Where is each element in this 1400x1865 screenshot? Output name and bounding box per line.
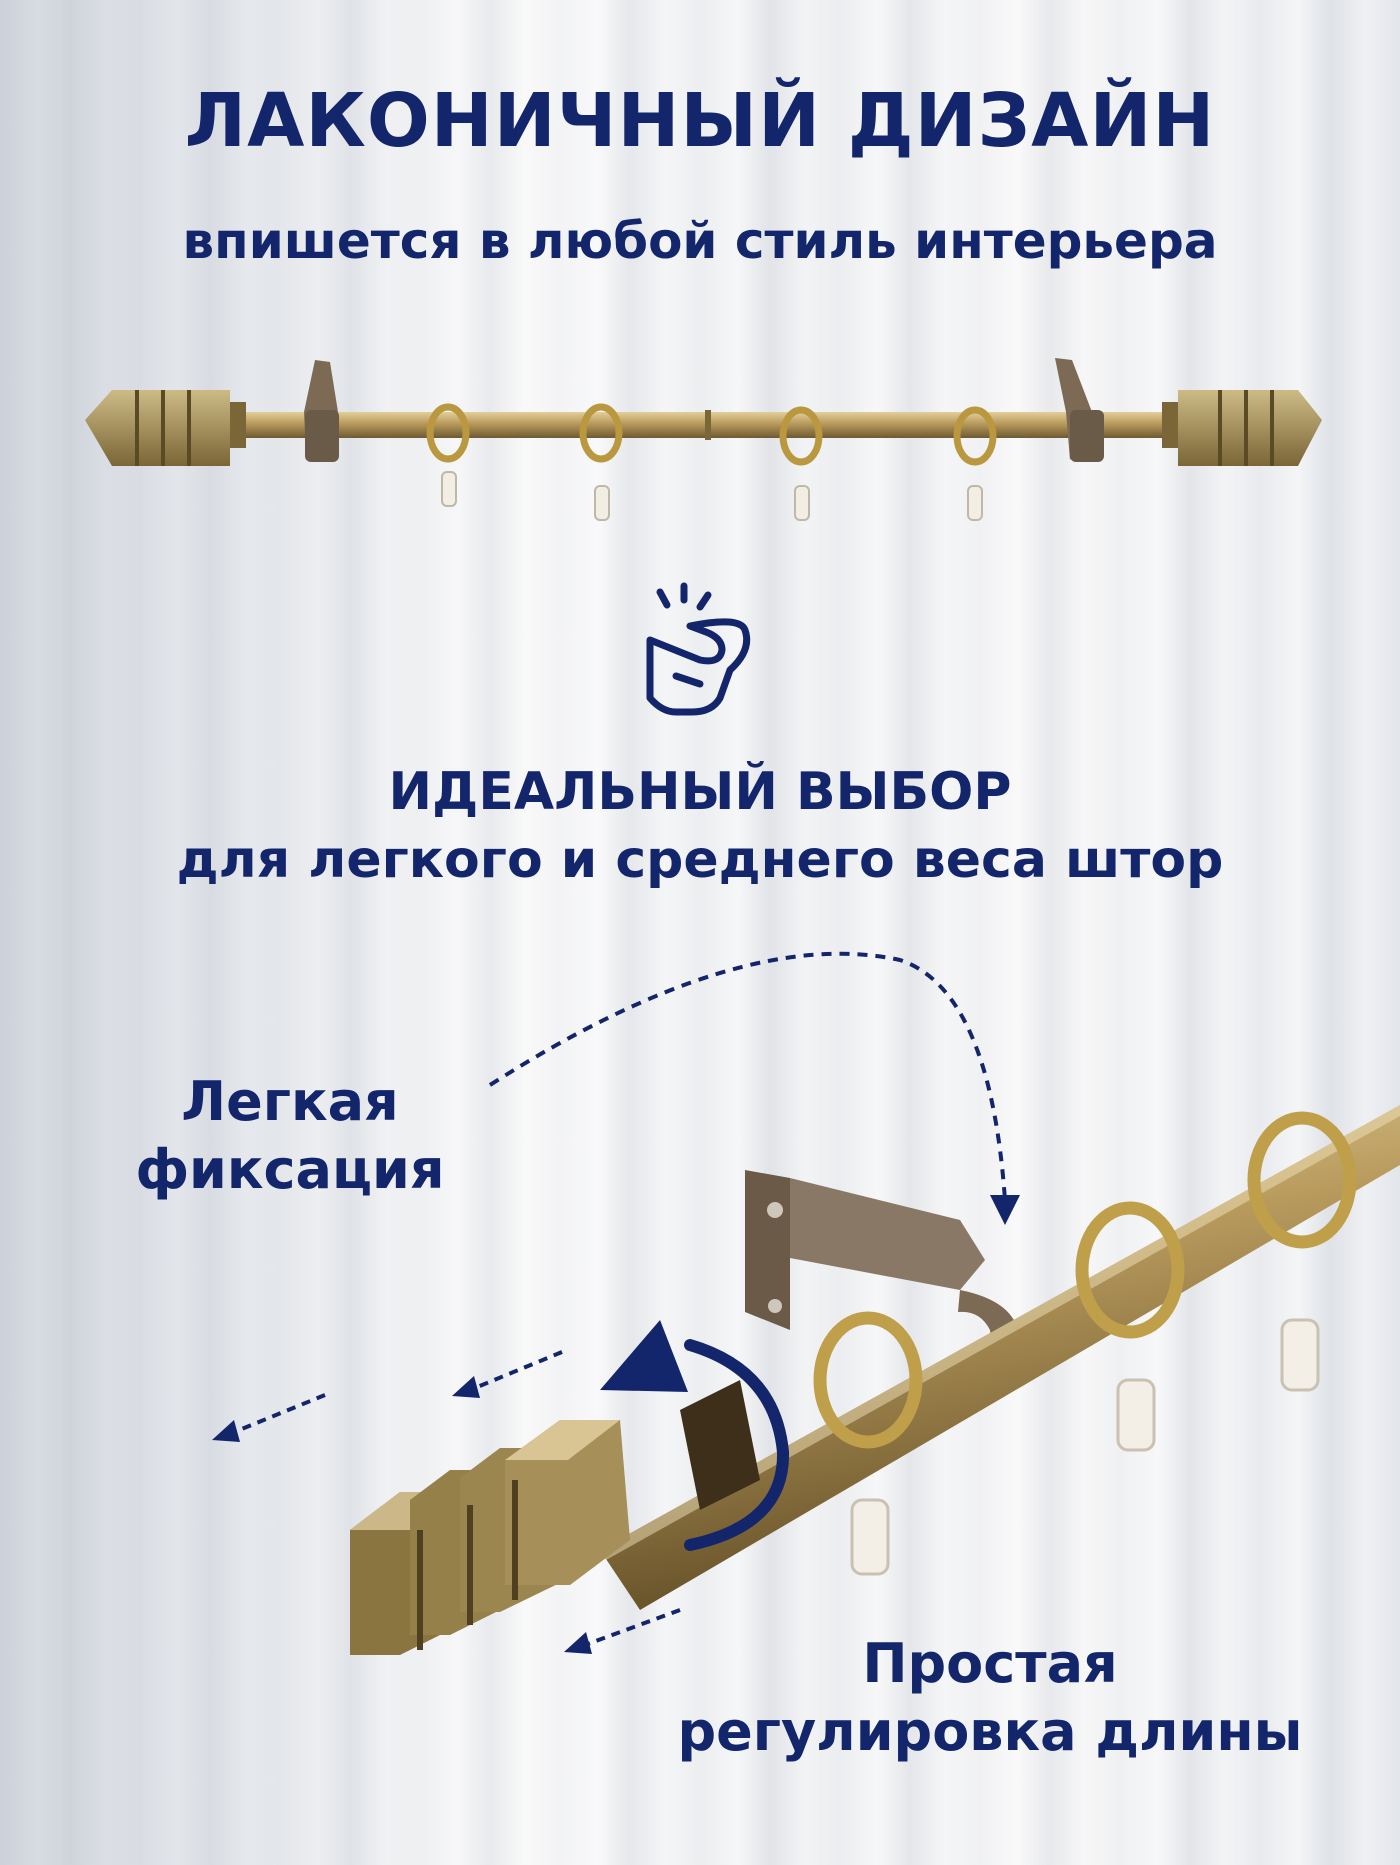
bracket-left (304, 360, 339, 462)
rod-top (85, 358, 1322, 521)
bracket-closeup (745, 1170, 1018, 1372)
label-len-line1: Простая (862, 1632, 1118, 1695)
hooks-top (441, 471, 983, 521)
label-easy-fixation: Легкая фиксация (130, 1068, 450, 1204)
label-len-line2: регулировка длины (677, 1700, 1303, 1763)
label-fix-line1: Легкая (181, 1070, 399, 1133)
label-length-adjust: Простая регулировка длины (640, 1630, 1340, 1766)
dashed-curve-arrow (488, 951, 1020, 1225)
hand-snap-icon (646, 582, 751, 716)
label-fix-line2: фиксация (135, 1138, 445, 1201)
finial-right (1162, 390, 1322, 466)
choice-subtitle: для легкого и среднего веса штор (176, 830, 1224, 890)
hooks-closeup (850, 1318, 1320, 1576)
rod-closeup (350, 1105, 1400, 1655)
finial-left (85, 390, 246, 466)
rings-closeup (813, 1111, 1357, 1449)
rotate-arrow-icon (600, 1320, 790, 1551)
headline: ЛАКОНИЧНЫЙ ДИЗАЙН (184, 78, 1216, 164)
choice-title: ИДЕАЛЬНЫЙ ВЫБОР (388, 762, 1012, 822)
bracket-right (1055, 358, 1104, 462)
rings-top (426, 403, 997, 466)
subheadline: впишется в любой стиль интерьера (182, 212, 1218, 270)
dashed-arrows-left (212, 1350, 681, 1654)
finial-closeup (350, 1420, 630, 1655)
